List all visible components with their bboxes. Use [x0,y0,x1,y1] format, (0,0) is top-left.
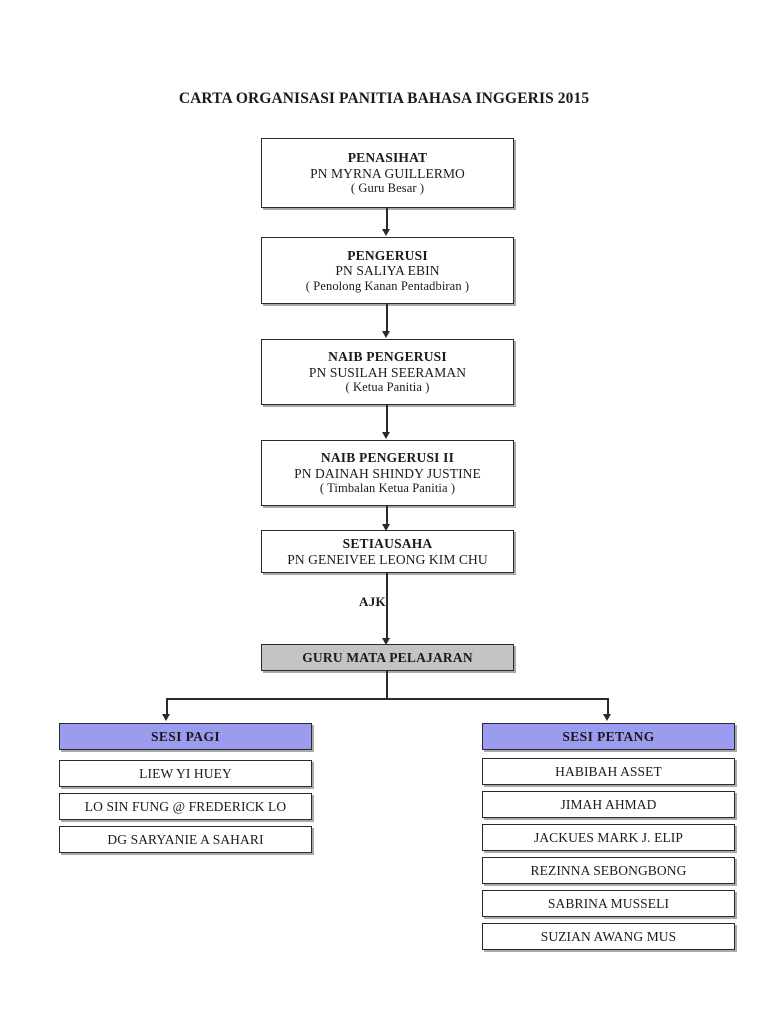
node-naib-pengerusi-ii: NAIB PENGERUSI II PN DAINAH SHINDY JUSTI… [261,440,514,506]
node-naib-pengerusi: NAIB PENGERUSI PN SUSILAH SEERAMAN ( Ket… [261,339,514,405]
session-header-sesi-petang: SESI PETANG [482,723,735,750]
node-naib-pengerusi-subtitle: ( Ketua Panitia ) [345,380,430,395]
list-item: DG SARYANIE A SAHARI [59,826,312,853]
node-pengerusi-name: PN SALIYA EBIN [335,263,440,279]
node-setiausaha-title: SETIAUSAHA [342,535,433,551]
arrow-down-icon [603,714,611,721]
node-pengerusi: PENGERUSI PN SALIYA EBIN ( Penolong Kana… [261,237,514,304]
arrow-down-icon [382,432,390,439]
connector-setiausaha-to-guru [386,573,388,641]
node-naib-pengerusi-ii-name: PN DAINAH SHINDY JUSTINE [294,465,481,481]
node-guru-mata-pelajaran: GURU MATA PELAJARAN [261,644,514,671]
connector-naib-to-naib2 [386,405,388,435]
list-item: HABIBAH ASSET [482,758,735,785]
arrow-down-icon [382,524,390,531]
node-naib-pengerusi-title: NAIB PENGERUSI [328,349,447,365]
page-title: CARTA ORGANISASI PANITIA BAHASA INGGERIS… [178,90,590,107]
connector-guru-stem [386,671,388,699]
node-setiausaha: SETIAUSAHA PN GENEIVEE LEONG KIM CHU [261,530,514,573]
list-item: JIMAH AHMAD [482,791,735,818]
node-naib-pengerusi-ii-subtitle: ( Timbalan Ketua Panitia ) [319,481,456,496]
list-item: REZINNA SEBONGBONG [482,857,735,884]
node-guru-mata-pelajaran-label: GURU MATA PELAJARAN [302,649,473,665]
arrow-down-icon [382,638,390,645]
node-penasihat-title: PENASIHAT [347,150,428,166]
connector-pengerusi-to-naib [386,304,388,334]
connector-branch-pagi [166,698,168,717]
session-header-sesi-pagi: SESI PAGI [59,723,312,750]
list-item: JACKUES MARK J. ELIP [482,824,735,851]
node-setiausaha-name: PN GENEIVEE LEONG KIM CHU [287,551,488,567]
node-naib-pengerusi-name: PN SUSILAH SEERAMAN [308,364,467,380]
node-naib-pengerusi-ii-title: NAIB PENGERUSI II [320,450,455,466]
node-penasihat-subtitle: ( Guru Besar ) [350,181,425,196]
connector-penasihat-to-pengerusi [386,208,388,232]
connector-sessions-bus [166,698,608,700]
ajk-label: AJK [359,594,386,609]
node-penasihat: PENASIHAT PN MYRNA GUILLERMO ( Guru Besa… [261,138,514,208]
arrow-down-icon [382,229,390,236]
list-item: SABRINA MUSSELI [482,890,735,917]
connector-branch-petang [607,698,609,717]
arrow-down-icon [162,714,170,721]
node-pengerusi-subtitle: ( Penolong Kanan Pentadbiran ) [305,278,470,293]
node-pengerusi-title: PENGERUSI [347,247,428,263]
connector-naib2-to-setiausaha [386,506,388,527]
node-penasihat-name: PN MYRNA GUILLERMO [310,165,465,181]
list-item: SUZIAN AWANG MUS [482,923,735,950]
arrow-down-icon [382,331,390,338]
list-item: LO SIN FUNG @ FREDERICK LO [59,793,312,820]
list-item: LIEW YI HUEY [59,760,312,787]
